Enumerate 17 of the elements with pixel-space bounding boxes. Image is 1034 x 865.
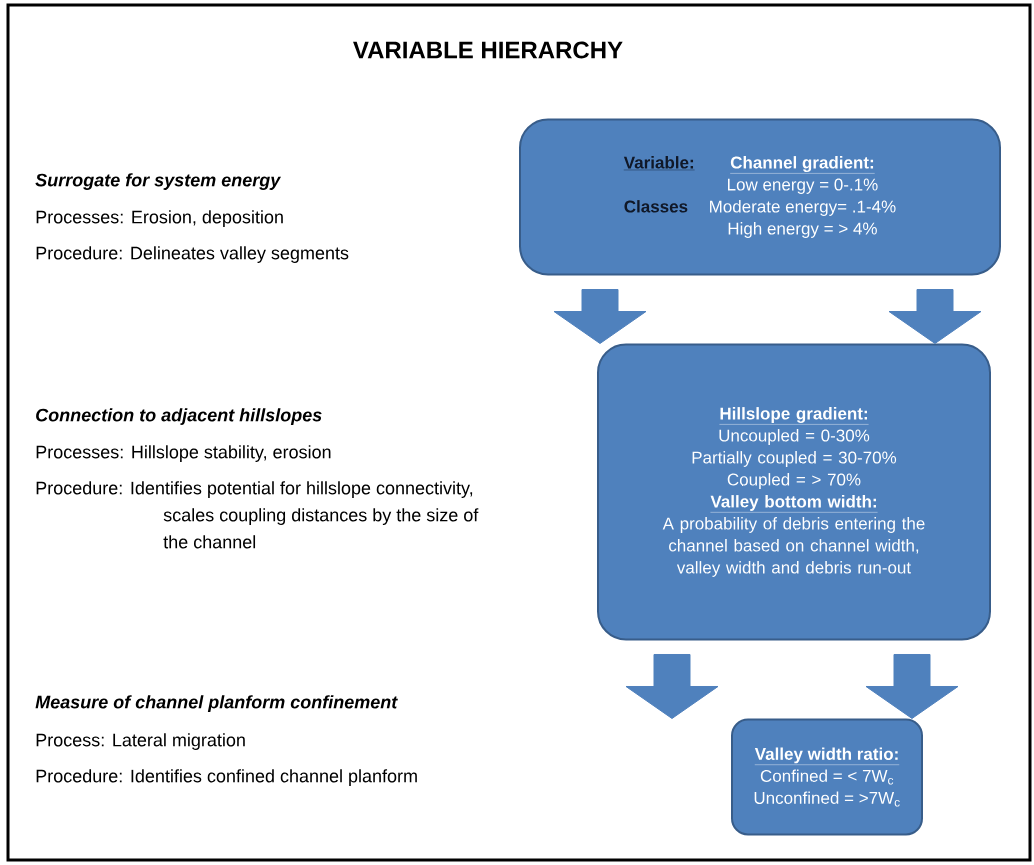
procedure-text: Procedure: Identifies potential for hillslope connectivity, scales coupling distances by the size of the channel [36, 481, 479, 549]
block-arrow [625, 654, 719, 719]
block-arrow [865, 654, 959, 719]
section-heading: Connection to adjacent hillslopes [36, 408, 322, 425]
description-text: Procedure: Identifies confined channel planform [36, 769, 417, 786]
description-text: Procedure: Delineates valley segments [36, 246, 349, 263]
rounded-box: Variable: Channel gradient: Low energy = 0-.1% Classes Moderate energy= .1-4% High energy = > 4% [519, 118, 1001, 276]
section-heading: Surrogate for system energy [35, 173, 281, 190]
rounded-box: Hillslope gradient: Uncoupled = 0-30% Partially coupled = 30-70% Coupled = > 70% Valley bottom width: A probability of debris entering the channel based on channel width, valley width and debris run-out [597, 343, 991, 641]
block-arrow [888, 289, 982, 344]
description-text: Process: Lateral migration [36, 733, 245, 750]
description-text: Processes: Hillslope stability, erosion [36, 445, 331, 462]
title: VARIABLE HIERARCHY [353, 41, 623, 59]
rounded-box: Valley width ratio: Confined = < 7W$_{c}$ Unconfined = >7W$_{c}$ [731, 718, 923, 836]
description-text: Processes: Erosion, deposition [36, 210, 283, 227]
block-arrow [553, 289, 647, 344]
section-heading: Measure of channel planform confinement [35, 695, 398, 712]
